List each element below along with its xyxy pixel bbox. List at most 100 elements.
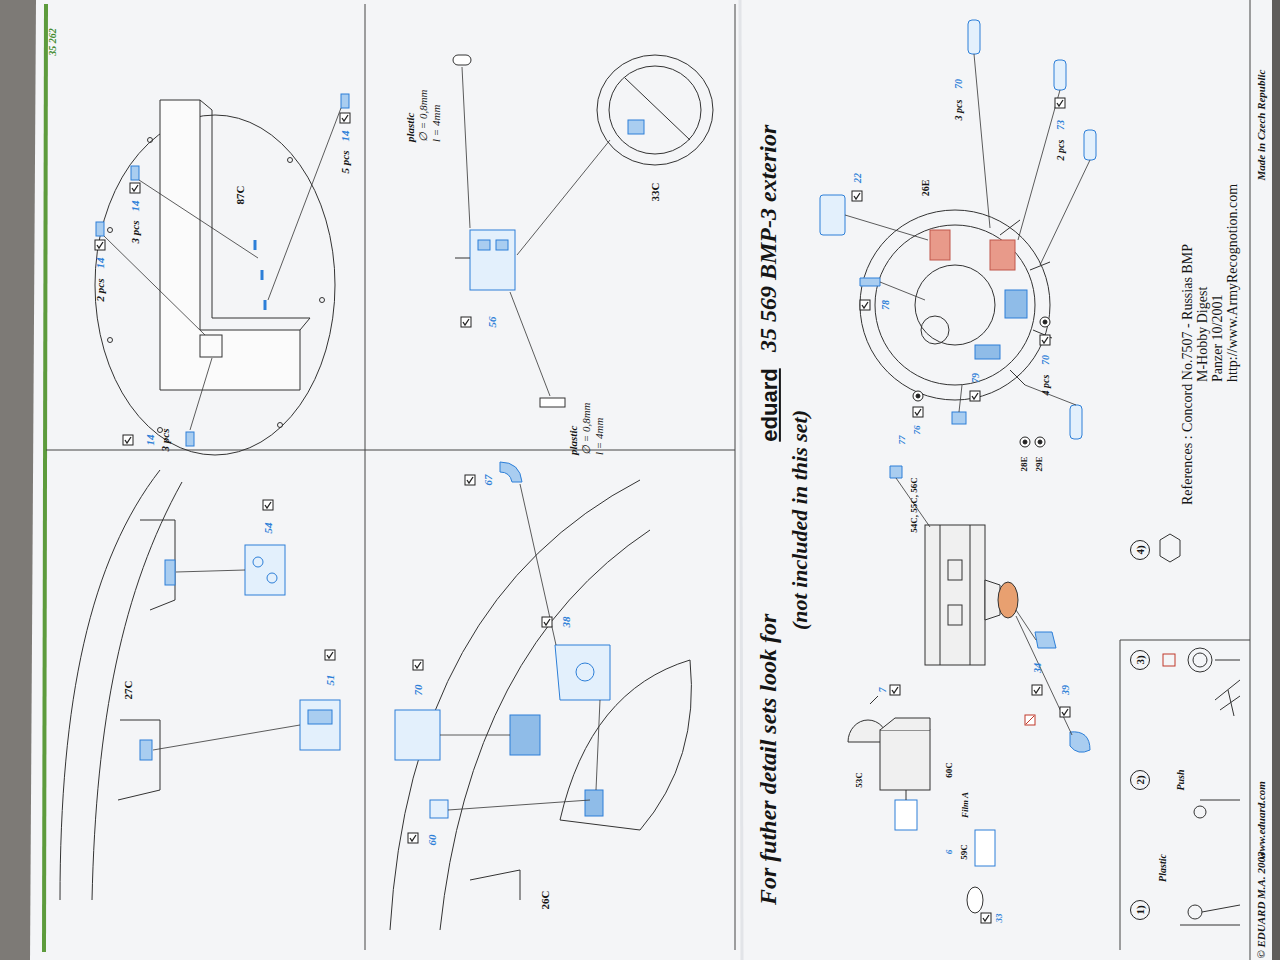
hull-drawing — [60, 470, 182, 900]
part-number: 70 — [1040, 355, 1051, 365]
part-number: 38 — [560, 617, 572, 628]
leader-line — [104, 108, 341, 430]
launcher-drawing — [890, 466, 1090, 752]
turret-ring-drawing — [860, 210, 1052, 400]
step-number: 3) — [1134, 655, 1146, 664]
ring-drawing — [597, 55, 713, 165]
hatch-drawing — [200, 335, 222, 357]
etched-part — [1070, 405, 1082, 439]
leader-line — [1025, 385, 1076, 405]
etched-part — [968, 20, 980, 54]
turret-ring-drawing — [1000, 220, 1020, 235]
quantity-label: 2 pcs — [94, 279, 106, 302]
panel-frame — [365, 4, 366, 950]
turret-ring-drawing — [1005, 290, 1027, 318]
turret-drawing — [440, 530, 650, 930]
finish-symbol — [1035, 437, 1045, 447]
part-number: 54 — [262, 523, 274, 534]
turret-drawing — [390, 480, 640, 930]
leader-line — [440, 735, 510, 736]
panel-frame — [735, 4, 736, 950]
step-sketch — [1160, 534, 1240, 925]
background — [1272, 0, 1280, 960]
etched-part — [245, 545, 340, 750]
hull-drawing — [60, 470, 160, 900]
dimension-label: l = 4mm — [430, 105, 442, 142]
sight-drawing — [967, 887, 983, 913]
leader-line — [880, 282, 925, 300]
finish-symbol — [1040, 317, 1050, 327]
hatch-drawing — [261, 270, 264, 280]
part-number: 70 — [953, 79, 964, 89]
hatch-drawing — [288, 158, 293, 163]
footer-text: Made in Czech Republic — [1255, 70, 1267, 181]
ring-drawing — [628, 120, 644, 134]
dimension-label: ∅ = 0,8mm — [417, 89, 429, 142]
leader-line — [176, 570, 245, 572]
step-note: Push — [1175, 769, 1186, 790]
periscope-part — [478, 240, 490, 250]
part-number: 33 — [995, 914, 1005, 923]
launcher-drawing — [948, 605, 962, 625]
hatch-drawing — [95, 100, 335, 455]
leader-line — [440, 484, 600, 810]
part-name: 53C — [855, 772, 865, 788]
leader-line — [104, 236, 205, 335]
turret-drawing — [470, 870, 520, 900]
etched-part — [186, 432, 194, 446]
hull-drawing — [118, 720, 160, 800]
etched-part — [96, 222, 104, 236]
sight-drawing — [975, 830, 995, 866]
check-symbols — [1055, 98, 1065, 108]
step-number: 1) — [1134, 905, 1146, 914]
part-number: 34 — [1032, 663, 1043, 673]
check-symbols — [852, 191, 862, 201]
background — [30, 0, 1272, 960]
turret-ring-drawing — [930, 230, 950, 260]
check-symbols — [340, 113, 350, 123]
background — [740, 0, 742, 960]
hatch-drawing — [278, 423, 283, 428]
part-number: 78 — [880, 300, 891, 310]
part-number: 70 — [412, 685, 424, 696]
part-number: 22 — [852, 173, 863, 183]
sight-drawing — [906, 790, 907, 800]
material-note: plastic — [404, 113, 416, 142]
turret-drawing — [510, 715, 540, 755]
step-number: 2) — [1134, 775, 1146, 784]
check-symbols — [1060, 707, 1070, 717]
launcher-drawing — [1025, 715, 1035, 725]
etched-part — [1054, 60, 1066, 90]
turret-drawing — [390, 480, 691, 930]
footer-text: www.eduard.com — [1255, 781, 1267, 859]
turret-ring-drawing — [990, 240, 1015, 270]
quantity-label: 3 pcs — [129, 221, 141, 244]
part-name: 54C, 55C, 56C — [910, 477, 920, 533]
leader-line — [462, 67, 610, 396]
hatch-drawing — [254, 240, 257, 250]
film-label: Film A — [961, 792, 971, 818]
etched-part — [300, 700, 340, 750]
launcher-drawing — [940, 525, 941, 665]
etched-part — [253, 557, 263, 567]
launcher-drawing — [890, 466, 902, 478]
launcher-drawing — [998, 582, 1018, 618]
leader-line — [974, 54, 990, 228]
turret-ring-drawing — [915, 265, 995, 345]
finish-symbol — [1020, 437, 1030, 447]
leader-line — [845, 54, 1090, 412]
etched-part — [395, 462, 610, 818]
etched-part — [395, 710, 440, 760]
check-symbols — [95, 98, 1070, 923]
quantity-label: 3 pcs — [953, 100, 964, 121]
dimension-label: ∅ = 0,8mm — [580, 402, 592, 455]
hull-drawing — [92, 482, 182, 900]
finish-symbol — [1038, 440, 1042, 444]
etched-part — [860, 278, 880, 286]
panel-frame — [1120, 640, 1250, 641]
